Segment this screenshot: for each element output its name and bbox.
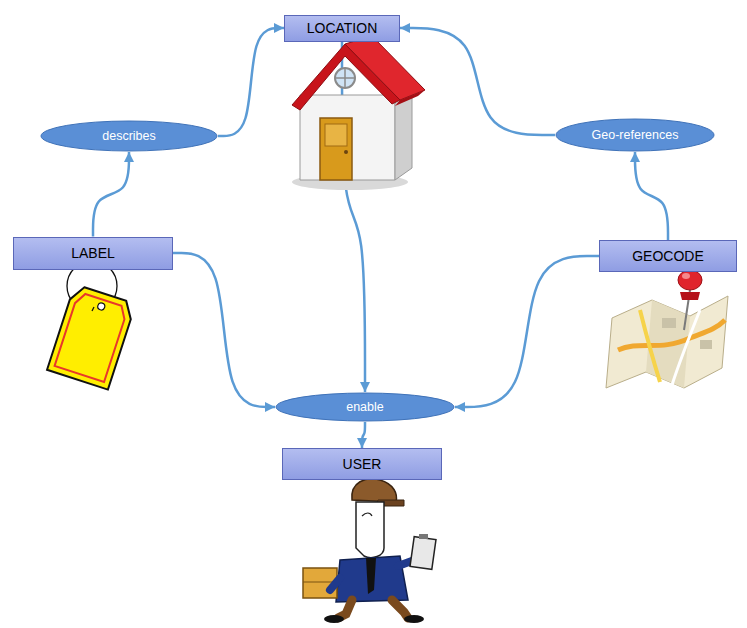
user-courier-icon-part [330,578,340,590]
user-courier-icon-part [362,513,372,516]
ellipse-shape [41,121,217,151]
relation-ellipse: enable [275,392,455,422]
map-pin-icon-part [678,270,702,290]
node-text: LABEL [71,245,115,261]
user-courier-icon-part [338,600,352,618]
connector-arrow [455,256,599,407]
user-courier-icon [303,479,436,623]
location-box: LOCATION [284,15,400,42]
user-courier-icon-part [356,502,384,558]
house-icon-part [325,124,347,146]
house-icon-part [320,118,352,180]
relation-ellipse: Geo-references [555,118,715,152]
user-courier-icon-part [324,615,344,623]
user-courier-icon-part [392,600,408,618]
node-text: LOCATION [307,20,378,36]
house-icon-part [300,95,395,180]
map-pin-icon-part [640,310,660,382]
label-tag-icon [47,261,136,390]
house-icon-part [335,68,355,88]
user-courier-icon-part [410,537,436,570]
user-box: USER [282,448,442,480]
user-courier-icon-part [404,615,424,623]
node-text: Geo-references [592,128,679,142]
house-icon-part [395,90,425,106]
house-icon-part [335,77,355,79]
connector-arrow [400,28,555,135]
label-tag-icon-part [47,284,136,389]
connector-arrow [93,152,129,237]
connector-arrow [635,152,668,240]
node-text: GEOCODE [632,248,704,264]
user-courier-icon-part [352,479,397,502]
connector-arrow [342,42,365,393]
map-pin-icon-part [606,296,728,388]
map-pin-icon-part [662,318,676,328]
label-tag-icon-part-part [55,292,129,382]
house-icon [292,36,425,190]
map-pin-icon-part [680,292,700,300]
house-icon-part [344,150,348,154]
node-text: describes [102,129,156,143]
connector-arrow [173,253,275,407]
user-courier-icon-part [366,558,376,594]
geocode-box: GEOCODE [599,240,737,272]
ellipse-shape [556,119,714,151]
label-box: LABEL [13,237,173,270]
map-pin-icon-part [682,273,690,279]
map-pin-icon [606,270,728,388]
relation-ellipse: describes [40,120,218,152]
label-tag-icon-part [92,307,94,311]
map-pin-icon-part [700,340,712,349]
connector-arrow [218,28,284,136]
connector-arrow [362,422,365,448]
ellipse-shape [276,393,454,421]
node-text: USER [343,456,382,472]
house-icon-part [345,36,425,100]
user-courier-icon-part [419,534,428,539]
label-tag-icon-part-part [47,284,136,389]
label-tag-icon-part-part [97,302,106,311]
node-text: enable [346,400,384,414]
